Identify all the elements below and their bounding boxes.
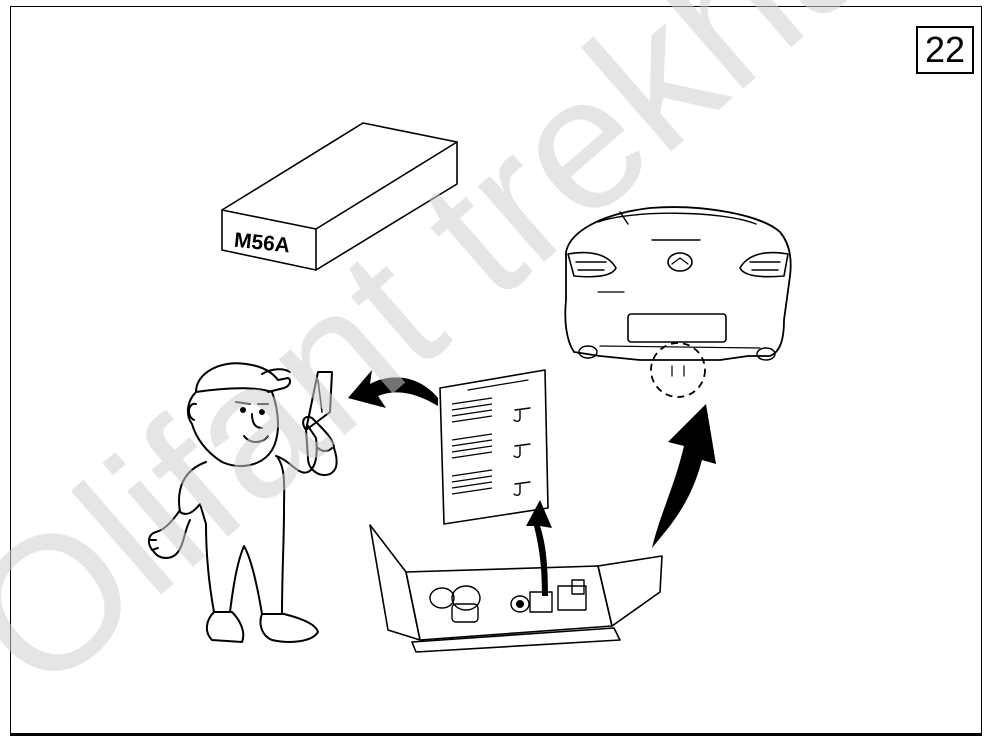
car-rear-icon [565, 207, 790, 397]
package-label: M56A [233, 229, 291, 258]
mechanic-figure-icon [149, 363, 337, 642]
package-box-icon: M56A [222, 123, 457, 270]
step-number: 22 [925, 29, 965, 71]
curved-arrow-icon [348, 370, 716, 596]
utility-knife-icon [306, 372, 332, 430]
open-parts-box-icon [370, 525, 662, 652]
instruction-sheet-icon [440, 370, 548, 524]
step-number-badge: 22 [916, 26, 974, 74]
